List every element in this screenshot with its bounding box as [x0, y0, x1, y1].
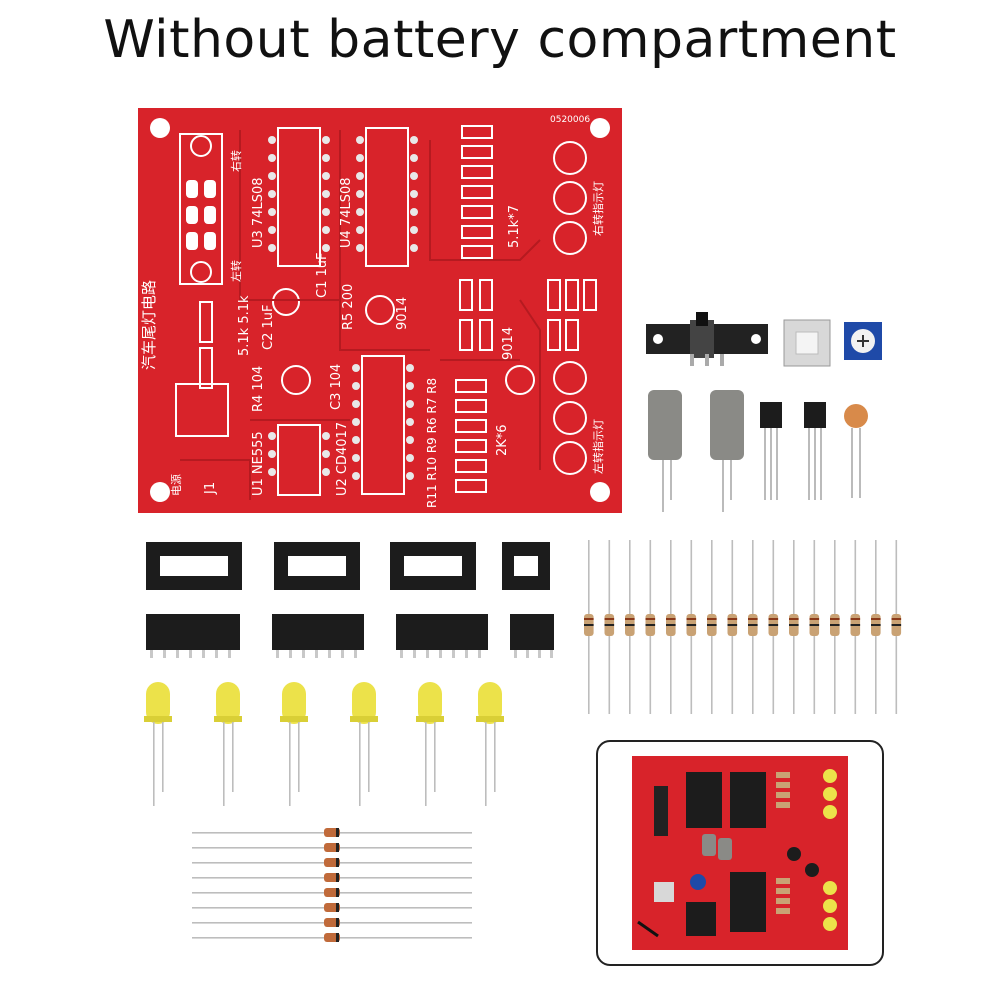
resistor	[645, 540, 656, 714]
pcb-label-power: 电源	[169, 474, 183, 496]
resistor	[727, 540, 738, 714]
potentiometer	[844, 322, 882, 360]
pcb-label-r3: 5.1k 5.1k	[237, 295, 252, 356]
capacitor-electrolytic	[648, 390, 744, 512]
resistor	[666, 540, 676, 714]
diode-stack	[192, 828, 472, 942]
resistor	[871, 540, 881, 714]
yellow-led	[144, 682, 172, 806]
resistor	[830, 540, 840, 714]
slide-switch	[646, 312, 768, 366]
push-button	[783, 319, 831, 367]
resistor	[686, 540, 697, 714]
resistor	[789, 540, 799, 714]
diode	[192, 858, 472, 867]
pcb-label-right-indicator: 右转指示灯	[591, 181, 605, 236]
resistor	[604, 540, 615, 714]
resistor	[768, 540, 779, 714]
pcb-board: 汽车尾灯电路 U3 74LS08 U4 74LS08 U1 NE555 U2 C…	[138, 108, 622, 513]
pcb-label-u4: U4 74LS08	[339, 178, 354, 249]
resistor	[748, 540, 758, 714]
diode	[192, 843, 472, 852]
ceramic-capacitor	[844, 404, 868, 498]
pcb-label-r8: 2K*6	[495, 424, 510, 456]
pcb-label-t1: 9014	[395, 297, 410, 330]
yellow-led	[214, 682, 242, 806]
yellow-led	[350, 682, 378, 806]
yellow-led	[280, 682, 308, 806]
pcb-label-r5: R5 200	[341, 284, 356, 330]
diode	[192, 828, 472, 837]
pcb-serial: 0520006	[550, 115, 590, 125]
resistor	[809, 540, 820, 714]
pcb-label-u1: U1 NE555	[251, 431, 266, 496]
yellow-led	[476, 682, 504, 806]
led-row	[144, 682, 504, 806]
resistor	[584, 540, 594, 714]
page-title: Without battery compartment	[103, 10, 897, 70]
resistor	[891, 540, 902, 714]
diode	[192, 888, 472, 897]
pcb-title: 汽车尾灯电路	[140, 280, 158, 370]
pcb-label-c3: C3 104	[329, 364, 344, 410]
transistor	[760, 402, 826, 500]
mount-hole	[150, 118, 170, 138]
resistor	[850, 540, 861, 714]
pcb-label-r11: R11 R10 R9 R6 R7 R8	[425, 378, 439, 508]
pcb-label-left-indicator: 左转指示灯	[591, 419, 605, 474]
pcb-label-c2: C2 1uF	[261, 305, 276, 350]
diode	[192, 873, 472, 882]
diode	[192, 903, 472, 912]
yellow-led	[416, 682, 444, 806]
diode	[192, 918, 472, 927]
mount-hole	[150, 482, 170, 502]
pcb-label-r4: R4 104	[251, 366, 266, 412]
pcb-label-r13: 5.1k*7	[507, 205, 522, 248]
pcb-label-j1: J1	[203, 482, 218, 495]
resistor-row	[584, 540, 902, 714]
mount-hole	[590, 482, 610, 502]
mount-hole	[590, 118, 610, 138]
resistor	[707, 540, 717, 714]
pcb-label-right-turn: 右转	[229, 150, 243, 172]
pcb-label-t2: 9014	[501, 327, 516, 360]
pcb-label-u2: U2 CD4017	[335, 422, 350, 496]
pcb-label-u3: U3 74LS08	[251, 178, 266, 249]
pcb-label-left-turn: 左转	[229, 260, 243, 282]
dip-ics	[146, 614, 554, 650]
assembled-board-photo	[632, 756, 848, 950]
diode	[192, 933, 472, 942]
resistor	[625, 540, 635, 714]
pcb-label-c1: C1 1uF	[315, 253, 330, 298]
assembled-board-inset	[596, 740, 884, 966]
